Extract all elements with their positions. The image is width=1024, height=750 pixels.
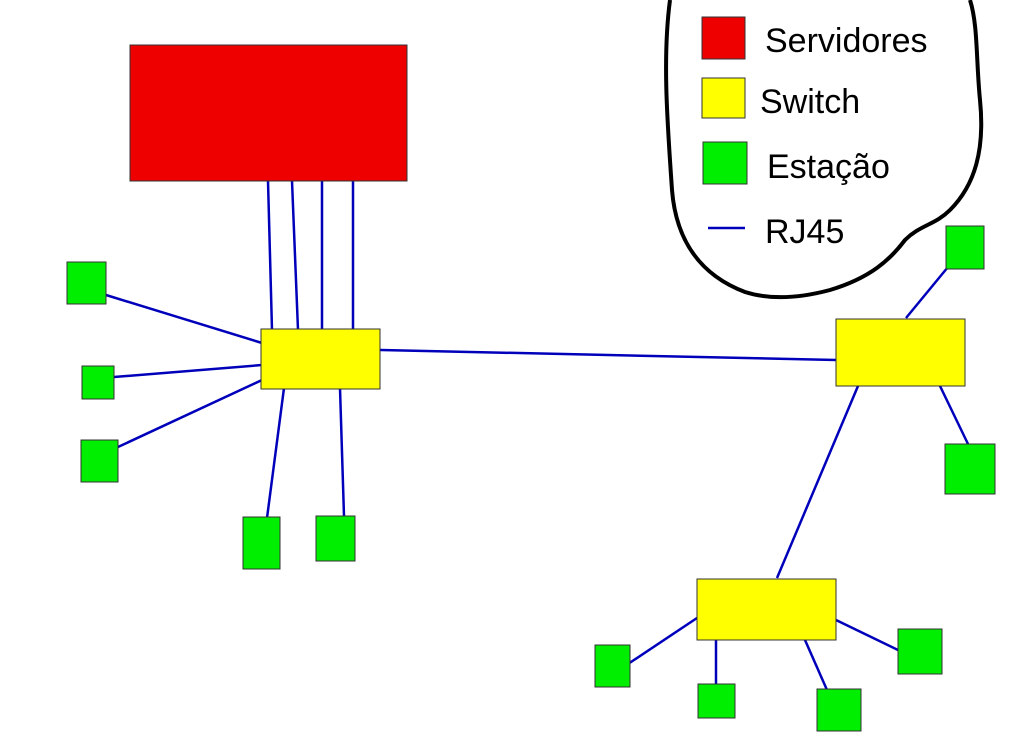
station (944, 443, 996, 495)
cable-switch-station (338, 387, 346, 517)
legend-server-swatch (701, 16, 746, 60)
station (315, 515, 356, 562)
legend-servers-label: Servidores (765, 22, 928, 60)
legend: Servidores Switch Estação RJ45 (701, 16, 928, 251)
cable-switch-switch (775, 385, 860, 579)
cable-switch-station (113, 363, 263, 379)
legend-switch-label: Switch (760, 83, 860, 121)
station (816, 688, 862, 732)
cable-switch-station (905, 266, 949, 319)
legend-cable-label: RJ45 (765, 213, 844, 251)
cable-switch-station (117, 378, 263, 449)
cable-group (105, 180, 970, 691)
cable-server-switch (266, 180, 274, 331)
station (242, 516, 281, 570)
station (945, 225, 985, 270)
station-group (66, 225, 996, 732)
cable-switch-station (105, 293, 263, 345)
station (66, 261, 107, 305)
cable-switch-station (265, 387, 286, 519)
legend-station-swatch (702, 141, 748, 185)
cable-switch-station (627, 616, 698, 666)
legend-switch-swatch (701, 77, 746, 119)
station (897, 628, 943, 675)
station (80, 439, 119, 483)
station (81, 365, 115, 400)
server-block (129, 44, 408, 182)
legend-cloud-outline (664, 0, 984, 300)
station (697, 683, 736, 719)
cable-switch-station (803, 639, 829, 691)
station (594, 644, 631, 688)
switch-bottom (696, 578, 837, 641)
cable-switch-station (835, 618, 899, 652)
legend-station-label: Estação (767, 148, 890, 186)
cable-switch-station (938, 385, 970, 445)
switch-main (260, 328, 381, 390)
switch-right (835, 318, 966, 387)
cable-switch-switch (379, 348, 837, 362)
cable-server-switch (290, 180, 300, 331)
